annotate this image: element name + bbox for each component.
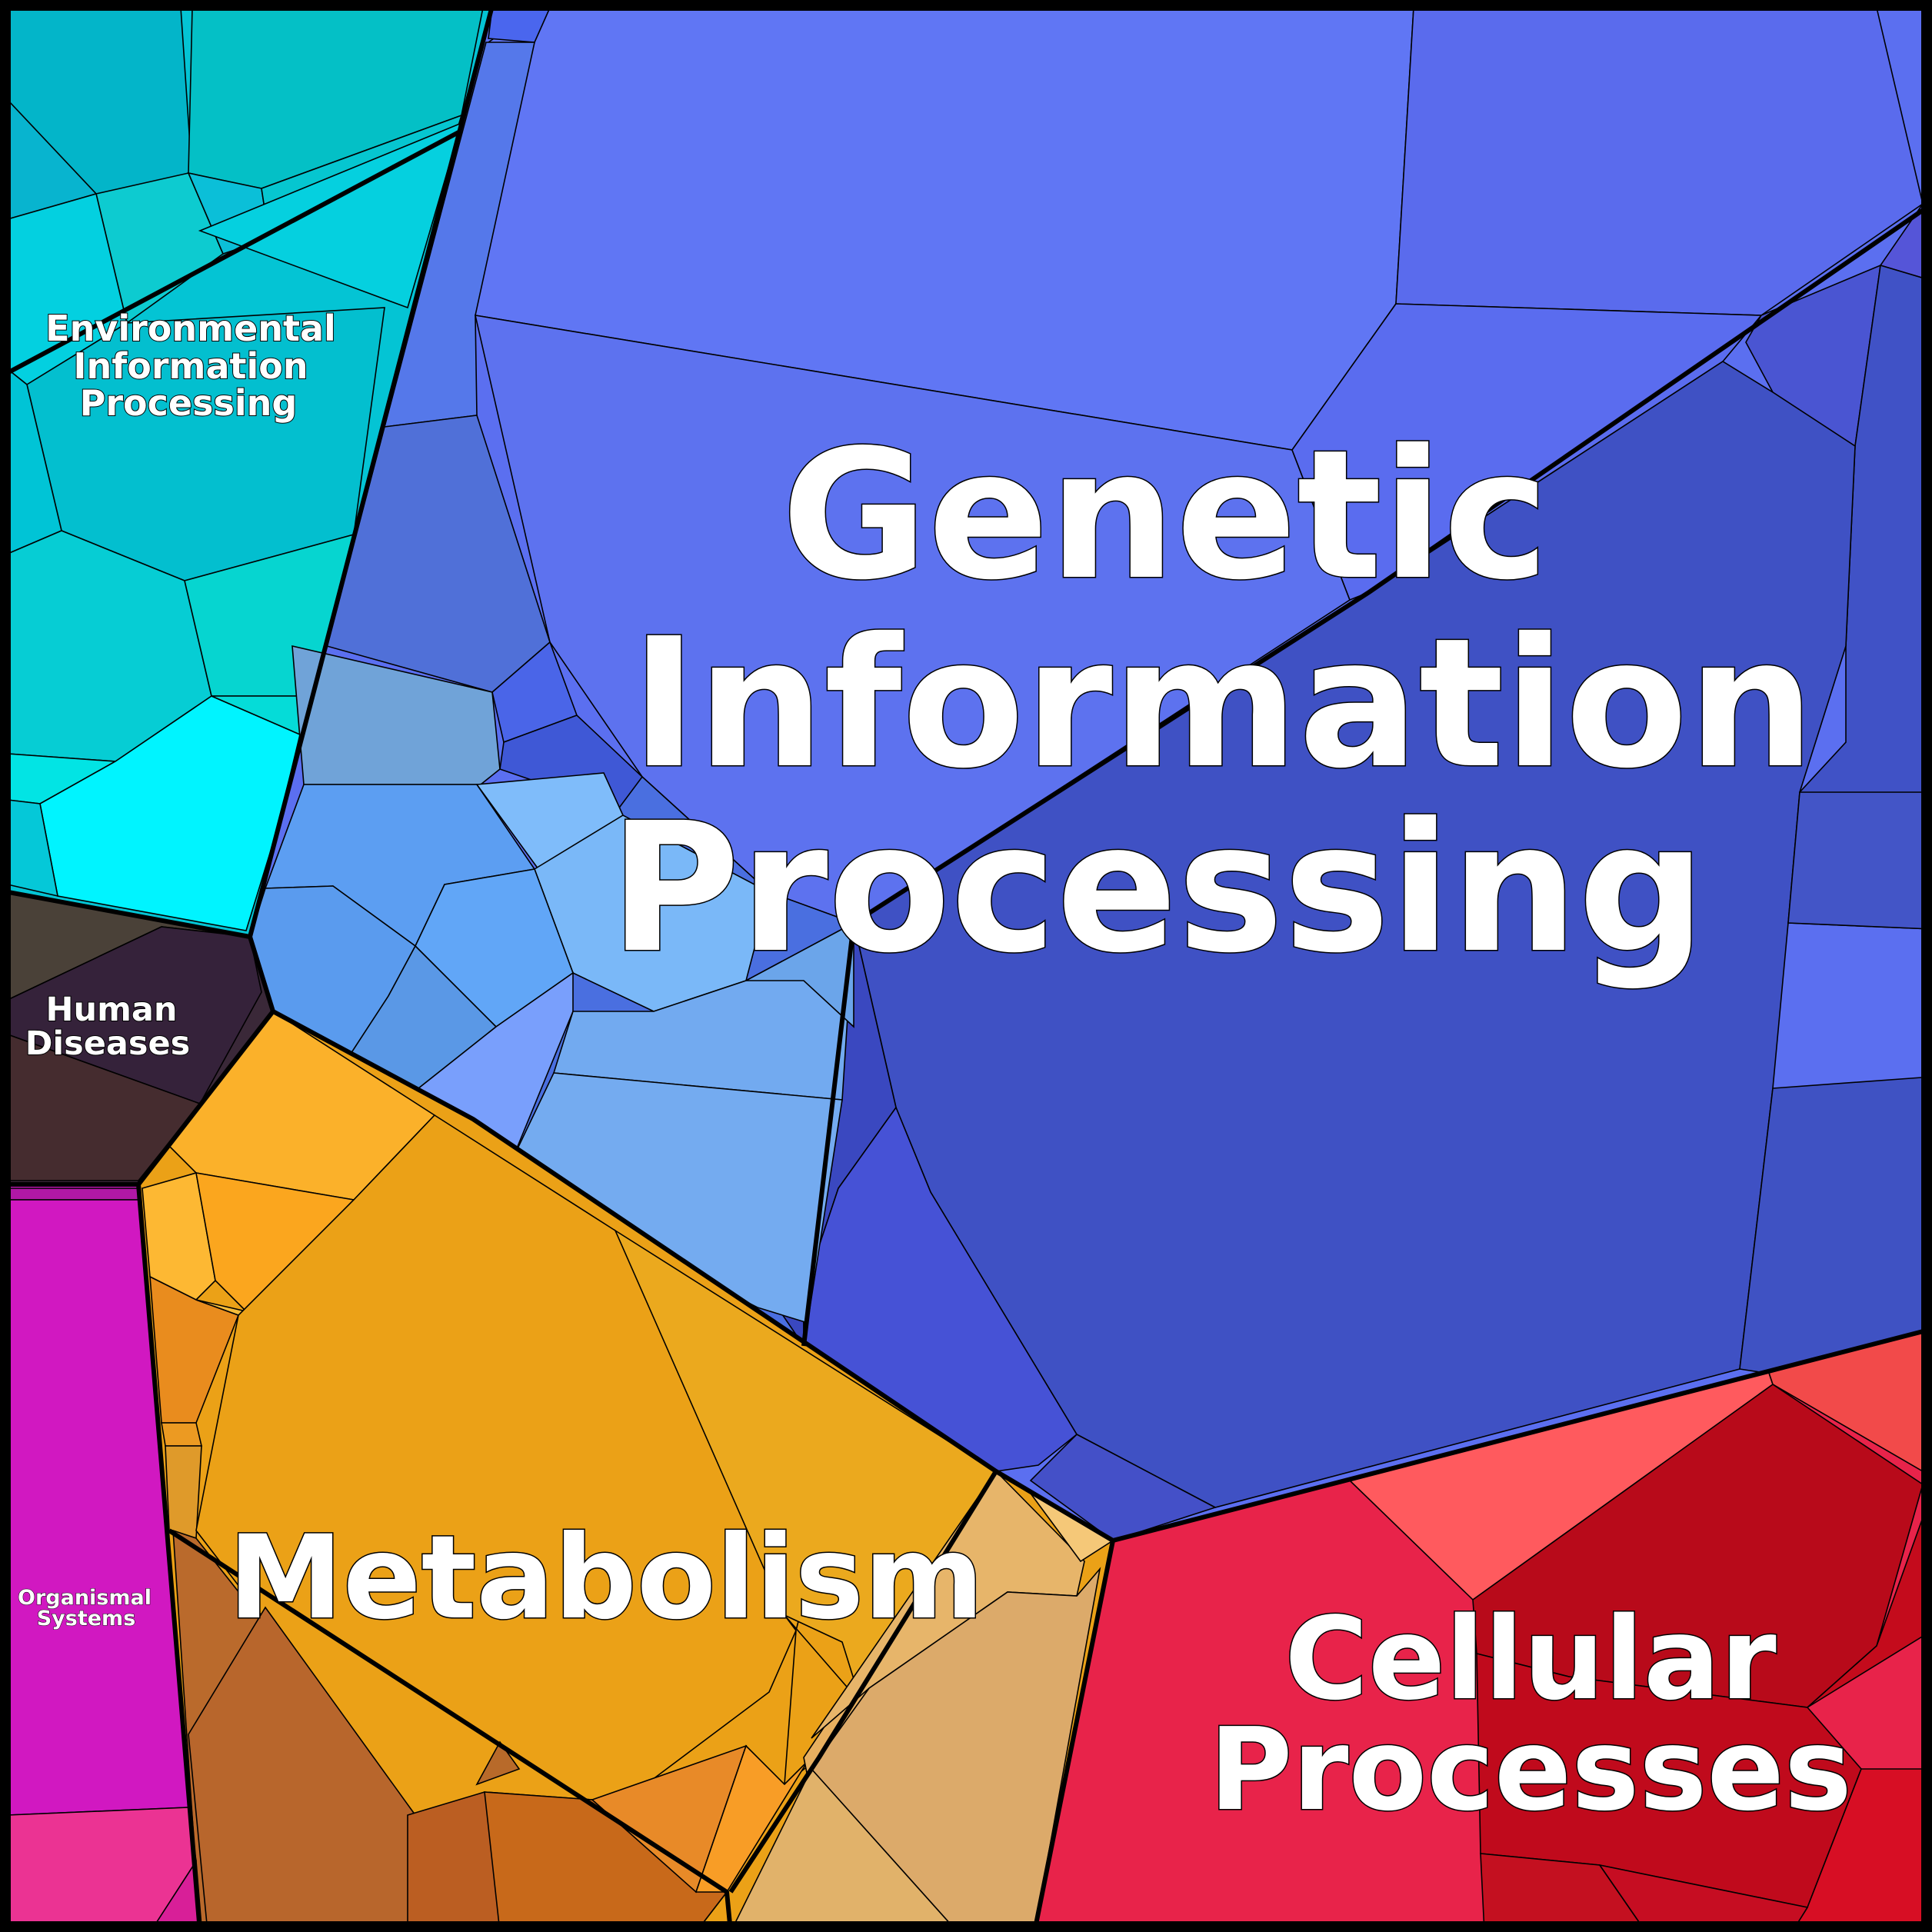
region-environmental <box>0 0 494 937</box>
label-cellular-1: Cellular <box>1284 1593 1776 1725</box>
label-organismal-2: Systems <box>37 1607 136 1631</box>
labels: Genetic Information Processing Metabolis… <box>18 307 1854 1837</box>
region-human <box>0 891 273 1184</box>
label-genetic-1: Genetic <box>781 411 1549 619</box>
region-organismal <box>0 1184 202 1932</box>
label-environmental-3: Processing <box>80 382 298 424</box>
label-human-2: Diseases <box>25 1024 191 1063</box>
label-human-1: Human <box>45 991 177 1029</box>
label-genetic-2: Information <box>631 600 1815 808</box>
label-organismal-1: Organismal <box>18 1586 152 1610</box>
label-genetic-3: Processing <box>609 784 1706 992</box>
label-environmental-1: Environmental <box>45 308 336 349</box>
label-metabolism: Metabolism <box>228 1511 984 1645</box>
region-metabolism <box>138 1010 1114 1932</box>
region-cellular <box>1034 1328 1932 1932</box>
label-cellular-2: Processes <box>1209 1704 1852 1836</box>
label-environmental-2: Information <box>73 345 308 387</box>
